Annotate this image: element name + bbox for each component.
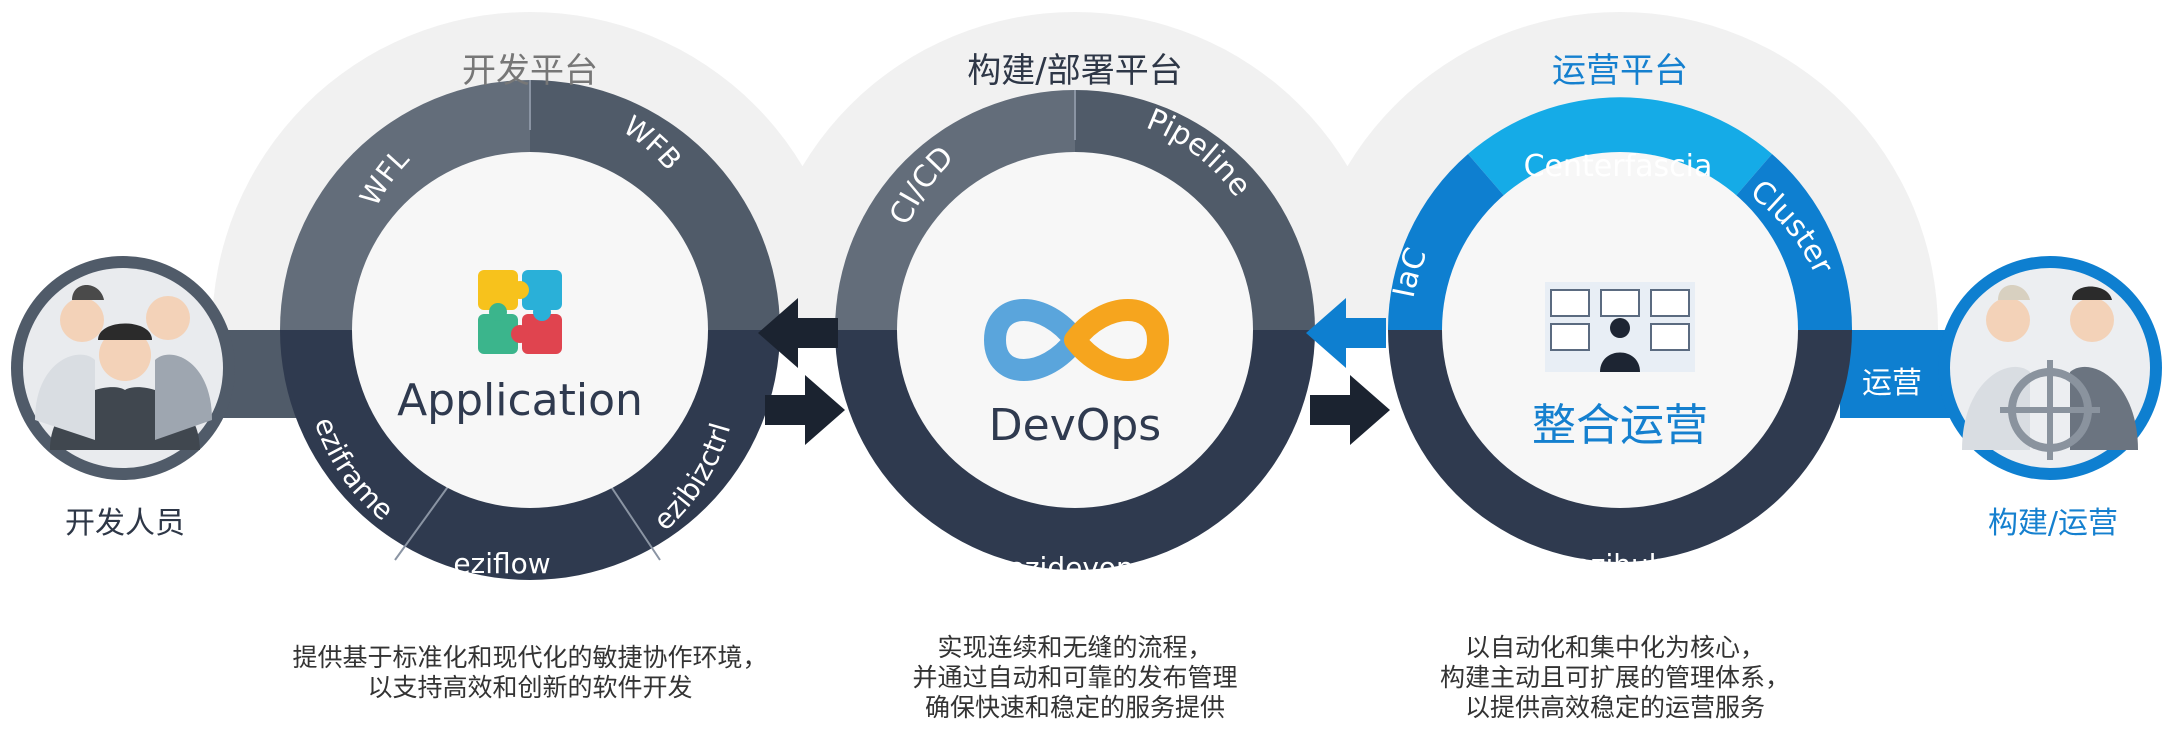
actor-developers-label: 开发人员 (65, 506, 185, 541)
segment-ezidevops: ezidevops (1008, 551, 1149, 584)
ops-description-line-3: 以提供高效稳定的运营服务 (1464, 693, 1765, 722)
arrow-devops-to-ops (1310, 375, 1390, 445)
dev-platform-description: 提供基于标准化和现代化的敏捷协作环境， 以支持高效和创新的软件开发 (220, 643, 840, 703)
operators-helm-icon (1938, 256, 2162, 480)
arrow-devops-to-dev (758, 298, 838, 368)
segment-ezihub: ezihub (1574, 548, 1667, 581)
devops-label: DevOps (989, 400, 1161, 451)
puzzle-icon (478, 270, 562, 354)
devops-platform-description: 实现连续和无缝的流程， 并通过自动和可靠的发布管理 确保快速和稳定的服务提供 (805, 633, 1345, 723)
developers-group-icon (11, 256, 235, 480)
ops-description-line-2: 构建主动且可扩展的管理体系， (1439, 663, 1790, 692)
integrated-ops-label: 整合运营 (1532, 400, 1708, 451)
dev-description-line-1: 提供基于标准化和现代化的敏捷协作环境， (292, 643, 768, 672)
segment-centerfascia: Centerfascia (1524, 149, 1713, 184)
arrow-ops-to-devops (1306, 298, 1386, 368)
application-label: Application (397, 375, 643, 426)
devops-description-line-1: 实现连续和无缝的流程， (937, 633, 1213, 662)
segment-ops: 运营 (1862, 366, 1922, 401)
dev-platform-title: 开发平台 (462, 51, 598, 91)
arrows (758, 298, 1390, 445)
devops-description-line-2: 并通过自动和可靠的发布管理 (912, 663, 1238, 692)
arrow-dev-to-devops (765, 375, 845, 445)
devops-platform-title: 构建/部署平台 (967, 51, 1182, 91)
monitoring-operator-icon (1545, 282, 1695, 372)
dev-platform-ring (280, 80, 780, 580)
actor-operators-label: 构建/运营 (1988, 506, 2118, 541)
ops-description-line-1: 以自动化和集中化为核心， (1464, 633, 1765, 662)
dev-description-line-2: 以支持高效和创新的软件开发 (367, 673, 693, 702)
ops-platform-title: 运营平台 (1552, 51, 1688, 91)
devops-description-line-3: 确保快速和稳定的服务提供 (924, 693, 1225, 722)
segment-eziflow: eziflow (453, 547, 550, 580)
devops-infinity-icon (983, 299, 1170, 381)
ops-platform-description: 以自动化和集中化为核心， 构建主动且可扩展的管理体系， 以提供高效稳定的运营服务 (1345, 633, 1885, 723)
